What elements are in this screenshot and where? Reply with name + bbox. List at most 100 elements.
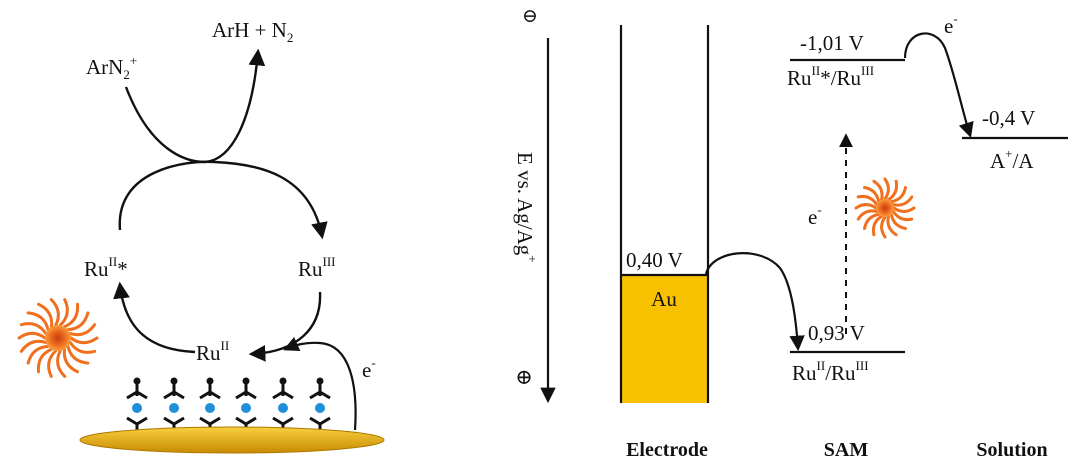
sam-head [170, 377, 178, 385]
sun-core [45, 325, 71, 351]
column-solution: Solution [976, 439, 1047, 461]
au-potential-label: 0,40 V [626, 248, 683, 272]
light-sun-icon-right [854, 177, 916, 239]
sun-ray [62, 347, 79, 374]
sun-ray [872, 179, 884, 202]
sam-bond [235, 390, 257, 400]
sam-head [316, 377, 324, 385]
sam-bond [309, 416, 331, 426]
sun-ray [886, 214, 898, 237]
excited-potential-label: -1,01 V [800, 31, 864, 55]
gold-electrode-fill [621, 275, 708, 403]
ground-couple-label: RuII/RuIII [792, 358, 869, 385]
sam-to-solution-arrow [903, 32, 974, 138]
reactant-label: ArN2+ [86, 53, 137, 82]
ground-potential-label: 0,93 V [808, 321, 865, 345]
sun-ray [19, 339, 48, 353]
sun-ray [892, 206, 916, 213]
cycle-bottom-left-arrow [113, 281, 196, 354]
catalytic-cycle: ArN2+ ArH + N2 RuII* RuIII RuII e- [17, 18, 385, 454]
minus-symbol: ⊖ [522, 6, 538, 27]
sun-ray [880, 215, 887, 239]
sun-ray [26, 311, 50, 332]
sam-head [242, 377, 250, 385]
column-sam: SAM [824, 439, 869, 461]
sun-ray [26, 344, 50, 365]
electrode-plate [79, 426, 385, 454]
sam-bond [126, 416, 148, 426]
oxidized-ru-label: RuIII [298, 254, 336, 281]
sun-ray [56, 349, 67, 378]
ru-center-dot [241, 403, 251, 413]
sun-ray [19, 322, 48, 336]
acceptor-couple-label: A+/A [990, 146, 1034, 173]
ground-ru-label: RuII [196, 338, 229, 365]
sam-bond [163, 390, 185, 400]
sun-ray [36, 347, 53, 374]
sam-molecule [126, 377, 148, 436]
sun-ray [58, 298, 69, 327]
electron-mid-label: e- [808, 202, 822, 229]
au-label: Au [651, 287, 677, 311]
sam-bond [235, 416, 257, 426]
sam-head [133, 377, 141, 385]
sun-ray [66, 311, 90, 332]
sam-bond [199, 390, 221, 400]
excited-ru-label: RuII* [84, 254, 128, 281]
sun-ray [47, 349, 58, 378]
sun-ray [68, 323, 97, 337]
sun-ray [17, 331, 47, 340]
electrode-to-sam-arrow [704, 252, 805, 352]
electrode-electron-arrow [283, 336, 357, 431]
acceptor-potential-label: -0,4 V [982, 106, 1035, 130]
ru-center-dot [205, 403, 215, 413]
ru-center-dot [315, 403, 325, 413]
electron-label: e- [362, 355, 376, 382]
ru-center-dot [278, 403, 288, 413]
sam-bond [163, 416, 185, 426]
sam-bond [126, 390, 148, 400]
sun-ray [856, 209, 879, 221]
reactant-to-product-arrow [124, 48, 266, 164]
sun-ray [891, 209, 914, 222]
sun-ray [68, 340, 97, 354]
sun-ray [889, 212, 908, 231]
sam-head [279, 377, 287, 385]
cycle-bottom-right-arrow [248, 291, 322, 362]
sun-ray [63, 302, 80, 329]
sun-ray [49, 298, 60, 327]
light-sun-icon [17, 298, 99, 378]
electron-top-label: e- [944, 11, 958, 38]
product-label: ArH + N2 [212, 18, 293, 45]
sun-ray [862, 212, 881, 231]
sun-ray [886, 179, 899, 202]
sam-bond [272, 390, 294, 400]
sun-ray [862, 185, 881, 204]
sun-ray [66, 344, 90, 365]
sun-ray [856, 194, 879, 207]
ru-center-dot [169, 403, 179, 413]
cycle-top-arc-arrow [118, 160, 328, 240]
sun-ray [854, 203, 878, 210]
plus-symbol: ⊕ [515, 365, 533, 389]
sam-molecule [272, 377, 294, 436]
sam-molecule [309, 377, 331, 436]
sam-bond [272, 416, 294, 426]
sun-ray [889, 185, 908, 204]
axis-label: E vs. Ag/Ag+ [513, 152, 540, 263]
sun-ray [883, 177, 890, 201]
column-electrode: Electrode [626, 439, 708, 461]
sun-ray [871, 214, 884, 237]
sam-head [206, 377, 214, 385]
energy-diagram: ⊖ ⊕ E vs. Ag/Ag+ 0,40 V Au -1,01 V RuII*… [513, 6, 1068, 461]
excited-couple-label: RuII*/RuIII [787, 63, 874, 90]
sun-core [876, 199, 894, 217]
sam-molecules [126, 377, 331, 436]
sun-ray [69, 336, 99, 345]
sun-ray [891, 195, 914, 207]
sun-ray [37, 302, 54, 329]
ru-center-dot [132, 403, 142, 413]
sam-bond [309, 390, 331, 400]
sam-bond [199, 416, 221, 426]
